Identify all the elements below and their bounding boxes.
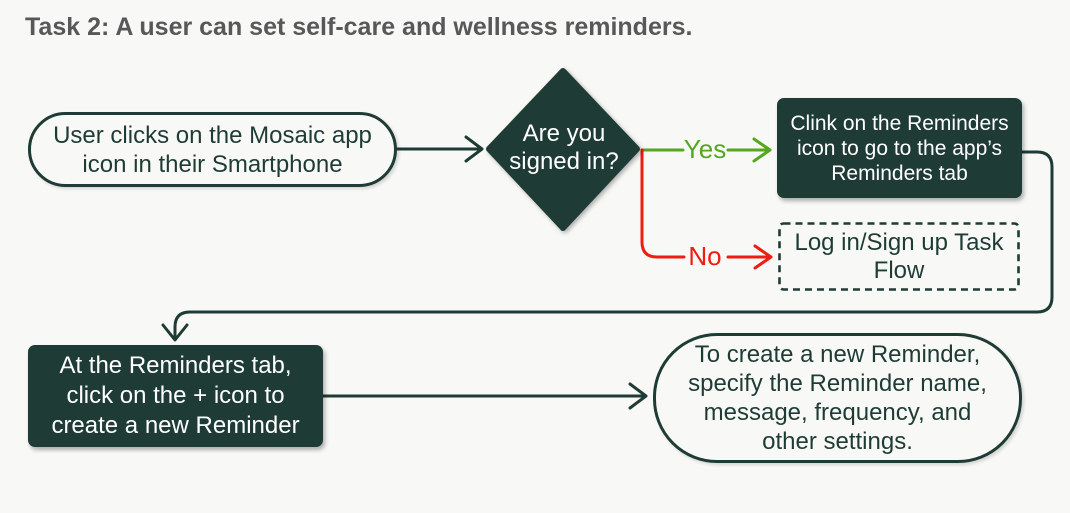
arrow-create-to-specify	[321, 382, 648, 410]
node-create-reminder: At the Reminders tab, click on the + ico…	[28, 345, 323, 447]
arrow-no-branch	[640, 148, 773, 270]
arrow-start-to-decision	[395, 135, 484, 163]
page-title: Task 2: A user can set self-care and wel…	[25, 13, 693, 41]
text-line: Log in/Sign up Task	[794, 228, 1004, 256]
text-line: click on the + icon to	[66, 382, 285, 409]
text-line: specify the Reminder name,	[688, 370, 987, 397]
text-line: signed in?	[509, 148, 619, 175]
node-start: User clicks on the Mosaic app icon in th…	[28, 112, 397, 187]
text-line: Flow	[873, 256, 925, 284]
text-line: icon to go to the app’s	[796, 136, 1003, 160]
node-login-flow: Log in/Sign up Task Flow	[778, 222, 1020, 291]
text-line: To create a new Reminder,	[694, 341, 981, 368]
text-line: other settings.	[762, 428, 913, 455]
text-line: Are you	[522, 120, 606, 147]
login-flow-dashed-border	[778, 222, 1020, 291]
text-line: Reminders tab	[831, 161, 968, 185]
edge-label-no: No	[688, 241, 722, 271]
node-reminders-tab: Clink on the Reminders icon to go to the…	[777, 98, 1022, 198]
arrow-reminders-to-create	[161, 150, 1054, 342]
node-decision: Are you signed in?	[488, 109, 640, 187]
node-specify-settings: To create a new Reminder, specify the Re…	[653, 333, 1022, 463]
decision-diamond-shape	[486, 68, 640, 231]
text-line: Clink on the Reminders	[790, 111, 1009, 135]
edge-label-yes: Yes	[683, 134, 727, 164]
text-line: message, frequency, and	[703, 399, 972, 426]
text-line: User clicks on the Mosaic app	[53, 121, 372, 149]
text-line: At the Reminders tab,	[59, 352, 292, 379]
arrow-yes-branch	[640, 137, 772, 163]
text-line: create a new Reminder	[51, 412, 300, 439]
text-line: icon in their Smartphone	[82, 150, 343, 178]
